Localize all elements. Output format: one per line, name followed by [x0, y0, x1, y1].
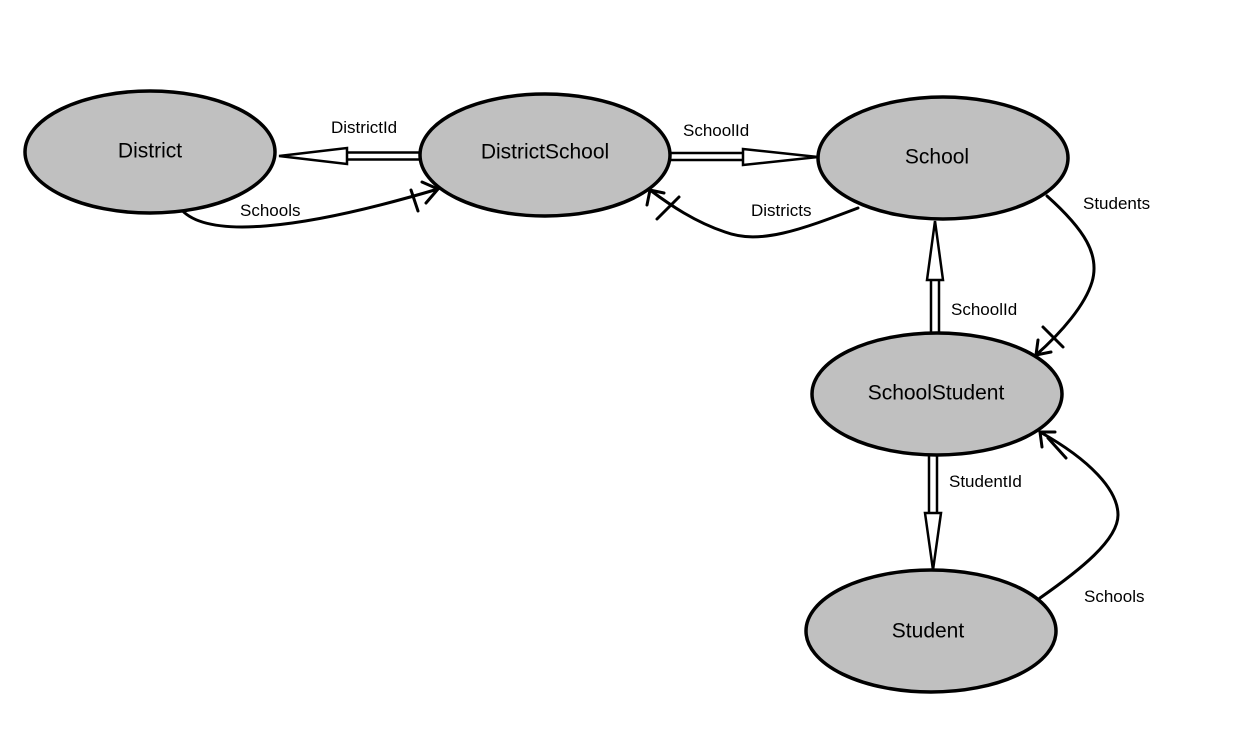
fk-arrow-schoolstudent-to-school — [925, 220, 945, 332]
entity-label-school: School — [905, 146, 969, 169]
entity-school[interactable]: School — [816, 95, 1070, 221]
edge-label-schools-student: Schools — [1084, 587, 1144, 606]
entity-districtschool[interactable]: DistrictSchool — [418, 92, 672, 218]
nav-arrow-school-to-schoolstudent — [1034, 194, 1096, 357]
entity-label-district: District — [118, 140, 182, 163]
entity-label-schoolstudent: SchoolStudent — [868, 382, 1005, 405]
edge-label-districts: Districts — [751, 201, 811, 220]
entity-label-districtschool: DistrictSchool — [481, 141, 609, 164]
edge-label-schoolid-schoolstudent: SchoolId — [951, 300, 1017, 319]
fk-arrow-districtschool-to-school — [670, 147, 819, 167]
edge-label-districtid: DistrictId — [331, 118, 397, 137]
entity-schoolstudent[interactable]: SchoolStudent — [810, 331, 1064, 457]
nav-arrow-student-to-schoolstudent — [1038, 430, 1120, 600]
nav-arrow-district-to-districtschool — [178, 180, 441, 229]
edge-label-studentid: StudentId — [949, 472, 1022, 491]
edge-label-students: Students — [1083, 194, 1150, 213]
entity-label-student: Student — [892, 620, 965, 643]
entity-district[interactable]: District — [23, 89, 277, 215]
edge-label-schools-district: Schools — [240, 201, 300, 220]
entity-student[interactable]: Student — [804, 568, 1058, 694]
fk-arrow-schoolstudent-to-student — [923, 456, 943, 571]
fk-arrow-districtschool-to-district — [278, 146, 420, 166]
edge-label-schoolid-districtschool: SchoolId — [683, 121, 749, 140]
